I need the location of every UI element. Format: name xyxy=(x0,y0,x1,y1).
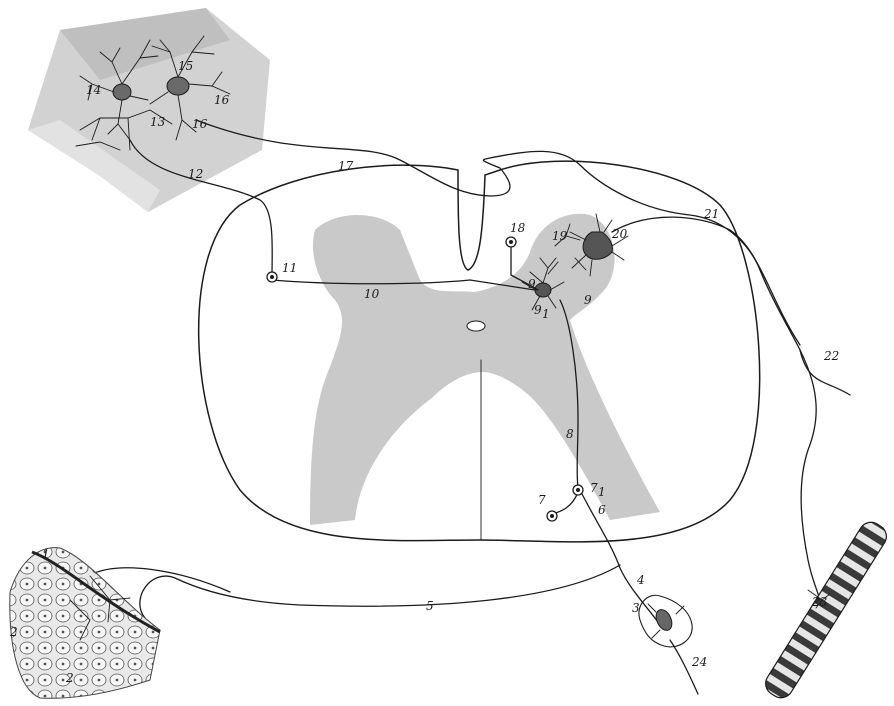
label-17: 17 xyxy=(338,159,354,173)
label-2a: 2 xyxy=(9,625,18,639)
label-5: 5 xyxy=(426,599,434,613)
label-14: 14 xyxy=(86,83,101,97)
label-7-1-sub: 1 xyxy=(598,485,606,499)
grey-matter xyxy=(310,214,660,525)
nerve-fibres xyxy=(90,120,850,694)
label-10: 10 xyxy=(364,287,380,301)
label-9: 9 xyxy=(528,277,536,291)
muscle-fibre xyxy=(761,518,891,702)
label-19: 19 xyxy=(552,229,568,243)
label-9b: 9 xyxy=(584,293,592,307)
label-2b: 2 xyxy=(65,671,74,685)
label-8: 8 xyxy=(566,427,574,441)
skin-epithelium xyxy=(10,548,160,699)
label-7: 7 xyxy=(538,493,546,507)
label-12: 12 xyxy=(188,167,203,181)
label-3: 3 xyxy=(632,601,640,615)
label-9-1: 9 xyxy=(534,303,542,317)
label-15: 15 xyxy=(178,59,193,73)
sensory-corpuscle xyxy=(639,595,692,647)
label-11: 11 xyxy=(282,261,297,275)
label-22: 22 xyxy=(823,349,839,363)
label-7-1: 7 xyxy=(590,481,598,495)
label-9-1-sub: 1 xyxy=(542,307,550,321)
label-18: 18 xyxy=(510,221,526,235)
label-16b: 16 xyxy=(192,117,208,131)
label-21: 21 xyxy=(703,207,719,221)
label-13: 13 xyxy=(150,115,166,129)
label-4: 4 xyxy=(636,573,645,587)
label-23: 23 xyxy=(811,595,828,609)
label-20: 20 xyxy=(611,227,628,241)
central-canal xyxy=(467,321,485,331)
label-6: 6 xyxy=(598,503,606,517)
label-1: 1 xyxy=(42,547,50,561)
label-16a: 16 xyxy=(214,93,230,107)
label-24: 24 xyxy=(691,655,707,669)
